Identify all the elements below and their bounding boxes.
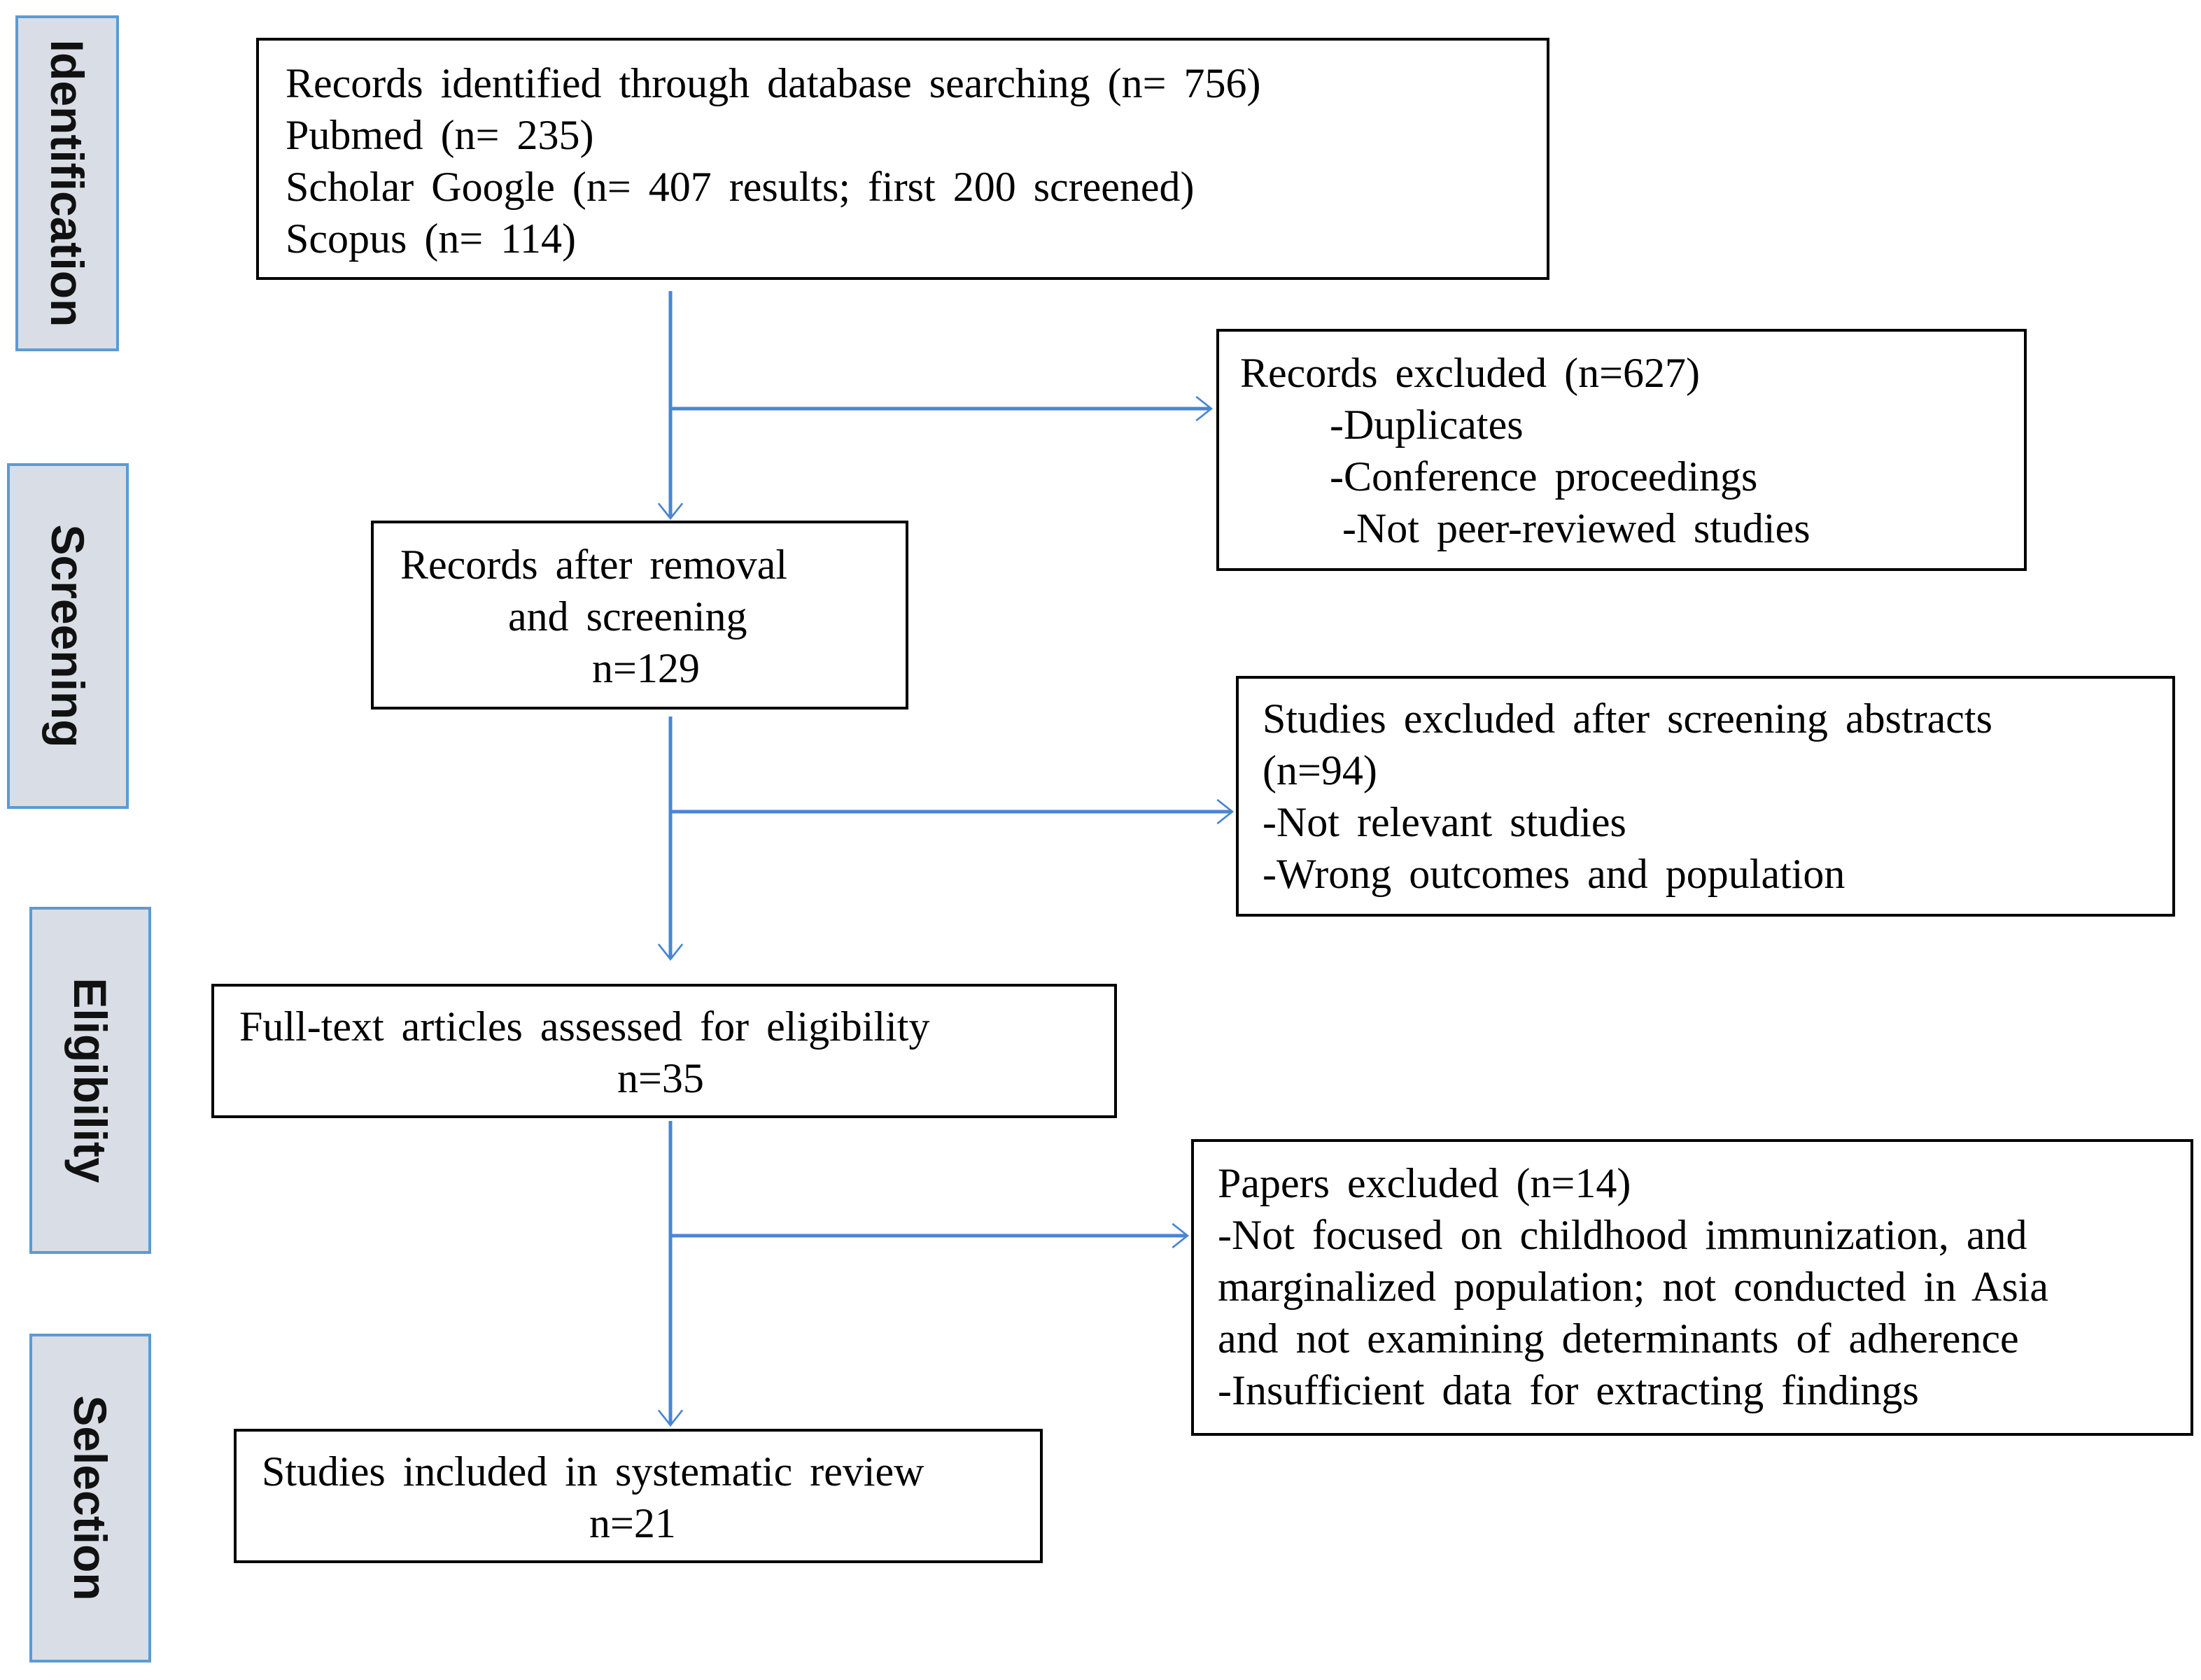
after-removal-line-2: and screening <box>508 593 747 640</box>
records-excluded-title: Records excluded (n=627) <box>1240 350 1700 396</box>
box-full-text-articles: Full-text articles assessed for eligibil… <box>211 984 1117 1118</box>
stage-screening: Screening <box>7 463 129 809</box>
papers-excluded-reason-1: -Not focused on childhood immunization, … <box>1218 1212 2027 1258</box>
records-identified-line: Records identified through database sear… <box>286 60 1261 106</box>
box-studies-included: Studies included in systematic review n=… <box>234 1429 1043 1563</box>
stage-selection: Selection <box>29 1334 151 1663</box>
box-records-after-removal: Records after removal and screening n=12… <box>371 521 908 710</box>
conference-proceedings-item: -Conference proceedings <box>1330 453 1758 500</box>
papers-excluded-reason-4: -Insufficient data for extracting findin… <box>1218 1367 1919 1413</box>
papers-excluded-reason-3: and not examining determinants of adhere… <box>1218 1315 2019 1362</box>
wrong-outcomes-item: -Wrong outcomes and population <box>1263 851 1845 897</box>
duplicates-item: -Duplicates <box>1330 402 1524 448</box>
papers-excluded-reason-2: marginalized population; not conducted i… <box>1218 1264 2048 1310</box>
full-text-line: Full-text articles assessed for eligibil… <box>239 1003 930 1050</box>
box-records-identified: Records identified through database sear… <box>256 38 1549 280</box>
pubmed-line: Pubmed (n= 235) <box>286 112 594 158</box>
box-records-excluded: Records excluded (n=627) -Duplicates -Co… <box>1216 329 2027 571</box>
scholar-google-line: Scholar Google (n= 407 results; first 20… <box>286 164 1195 210</box>
studies-included-count: n=21 <box>589 1500 676 1546</box>
scopus-line: Scopus (n= 114) <box>286 216 576 262</box>
stage-identification: Identification <box>15 15 119 351</box>
not-relevant-item: -Not relevant studies <box>1263 799 1626 845</box>
after-removal-count: n=129 <box>592 645 700 691</box>
after-removal-line-1: Records after removal <box>400 542 788 588</box>
not-peer-reviewed-item: -Not peer-reviewed studies <box>1342 505 1810 551</box>
studies-included-line: Studies included in systematic review <box>262 1448 924 1495</box>
full-text-count: n=35 <box>617 1055 704 1101</box>
box-studies-excluded: Studies excluded after screening abstrac… <box>1236 676 2175 917</box>
studies-excluded-count: (n=94) <box>1263 747 1377 793</box>
box-papers-excluded: Papers excluded (n=14) -Not focused on c… <box>1191 1139 2193 1436</box>
papers-excluded-title: Papers excluded (n=14) <box>1218 1160 1631 1206</box>
studies-excluded-title: Studies excluded after screening abstrac… <box>1263 696 1992 742</box>
stage-eligibility: Eligibility <box>29 907 151 1254</box>
